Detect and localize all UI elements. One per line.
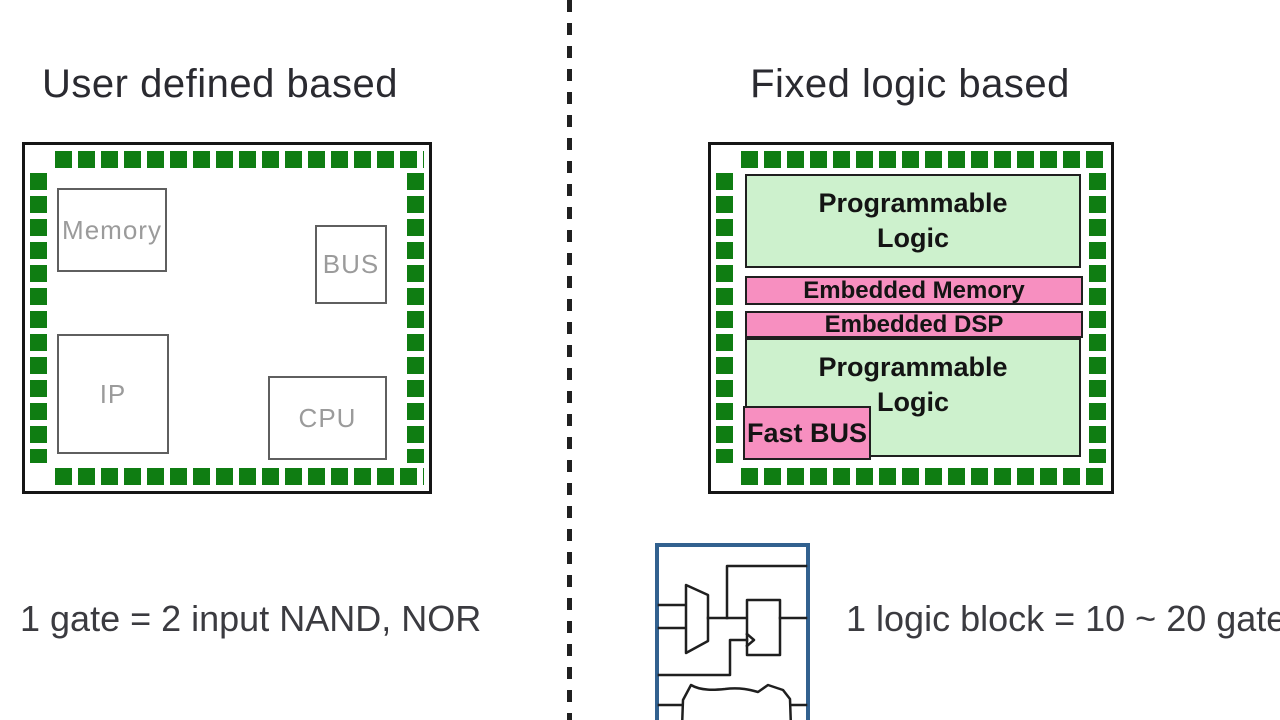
clock-wire bbox=[657, 638, 749, 677]
mux-trapezoid bbox=[684, 583, 710, 655]
pl-bottom-line2: Logic bbox=[877, 387, 949, 418]
pad-column-left bbox=[30, 173, 47, 463]
pad-row-bottom bbox=[55, 468, 424, 485]
lut-blob bbox=[681, 683, 792, 720]
bus-block: BUS bbox=[315, 225, 387, 304]
memory-block-label: Memory bbox=[62, 214, 162, 245]
pad-column-right bbox=[1089, 173, 1106, 463]
pad-row-top bbox=[55, 151, 424, 168]
pad-row-bottom bbox=[741, 468, 1106, 485]
embedded-dsp-label: Embedded DSP bbox=[824, 310, 1004, 338]
divider-dashed-line bbox=[567, 0, 572, 720]
embedded-memory-label: Embedded Memory bbox=[803, 276, 1025, 304]
fast-bus-label: Fast BUS bbox=[746, 417, 868, 448]
fast-bus-block: Fast BUS bbox=[743, 406, 871, 460]
pad-column-right bbox=[407, 173, 424, 463]
pl-top-line2: Logic bbox=[876, 223, 949, 253]
bus-block-label: BUS bbox=[322, 249, 380, 279]
ip-block-label: IP bbox=[99, 378, 127, 409]
fpga-chip-diagram: Programmable Logic Embedded Memory Embed… bbox=[708, 142, 1114, 494]
left-title: User defined based bbox=[42, 62, 398, 106]
cpu-block: CPU bbox=[268, 376, 387, 460]
asic-chip-diagram: Memory BUS IP CPU bbox=[22, 142, 432, 494]
clock-triangle-icon bbox=[745, 632, 756, 648]
programmable-logic-top-block: Programmable Logic bbox=[745, 174, 1081, 268]
logic-block-diagram bbox=[655, 543, 810, 720]
programmable-logic-bottom-label: Programmable Logic bbox=[747, 350, 1079, 420]
pad-row-top bbox=[741, 151, 1106, 168]
left-caption: 1 gate = 2 input NAND, NOR bbox=[20, 598, 482, 639]
feedback-wire bbox=[725, 564, 808, 620]
programmable-logic-top-label: Programmable Logic bbox=[818, 186, 1007, 256]
pad-column-left bbox=[716, 173, 733, 463]
pl-bottom-line1: Programmable bbox=[818, 352, 1008, 382]
right-caption: 1 logic block = 10 ~ 20 gates bbox=[846, 598, 1280, 639]
right-title: Fixed logic based bbox=[750, 62, 1070, 106]
pl-top-line1: Programmable bbox=[818, 187, 1008, 218]
embedded-dsp-block: Embedded DSP bbox=[745, 311, 1083, 338]
cpu-block-label: CPU bbox=[298, 402, 357, 433]
flipflop-box bbox=[745, 598, 782, 657]
ip-block: IP bbox=[57, 334, 169, 454]
embedded-memory-block: Embedded Memory bbox=[745, 276, 1083, 305]
memory-block: Memory bbox=[57, 188, 167, 272]
